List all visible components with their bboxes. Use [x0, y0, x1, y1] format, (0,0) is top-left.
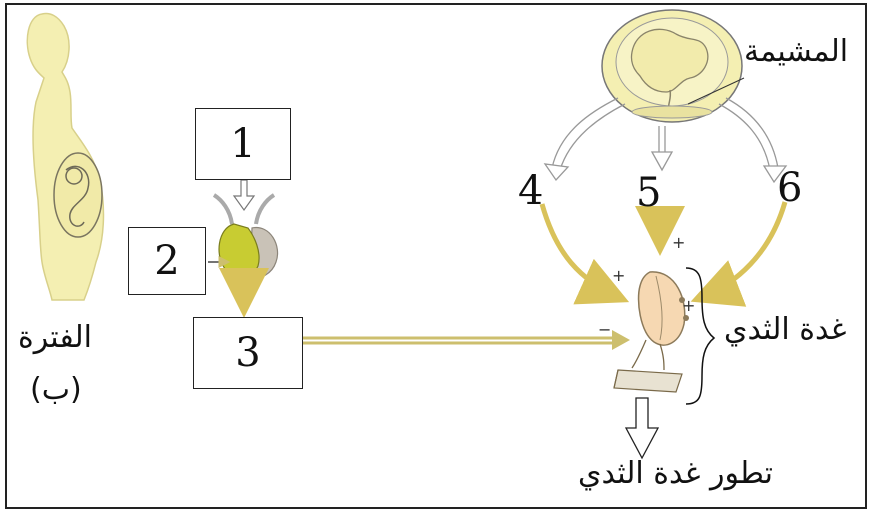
hormone-4-label: 4 — [518, 168, 544, 214]
hormone-5-label: 5 — [636, 170, 662, 216]
plus-sign-6: + — [682, 296, 696, 315]
mammary-gland-illustration — [613, 271, 689, 393]
box-3: 3 — [193, 317, 303, 389]
pregnant-woman-figure — [26, 12, 105, 301]
box-1: 1 — [195, 108, 291, 180]
period-label: الفترة — [18, 320, 92, 355]
box-2-number: 2 — [154, 238, 180, 284]
placenta-hollow-arrows — [543, 97, 788, 184]
mammary-gland-label: غدة الثدي — [724, 312, 847, 347]
plus-sign-4: + — [612, 266, 626, 285]
placenta-fetus — [601, 9, 745, 123]
placenta-label: المشيمة — [744, 34, 849, 69]
diagram-frame — [5, 3, 867, 509]
box-2: 2 — [128, 227, 206, 295]
minus-sign-3: − — [598, 320, 612, 339]
hormone-arrows — [539, 201, 788, 307]
box-3-number: 3 — [235, 330, 261, 376]
pituitary-gland — [212, 193, 279, 279]
gland-brace — [685, 267, 716, 405]
plus-sign-5: + — [672, 233, 686, 252]
box-1-number: 1 — [230, 121, 256, 167]
arrow-3-to-gland — [303, 330, 630, 350]
period-letter: (ب) — [30, 372, 82, 407]
hormone-6-label: 6 — [777, 165, 803, 211]
development-arrow — [624, 397, 660, 460]
arrow-1-to-2 — [232, 179, 256, 212]
development-label: تطور غدة الثدي — [578, 456, 773, 491]
